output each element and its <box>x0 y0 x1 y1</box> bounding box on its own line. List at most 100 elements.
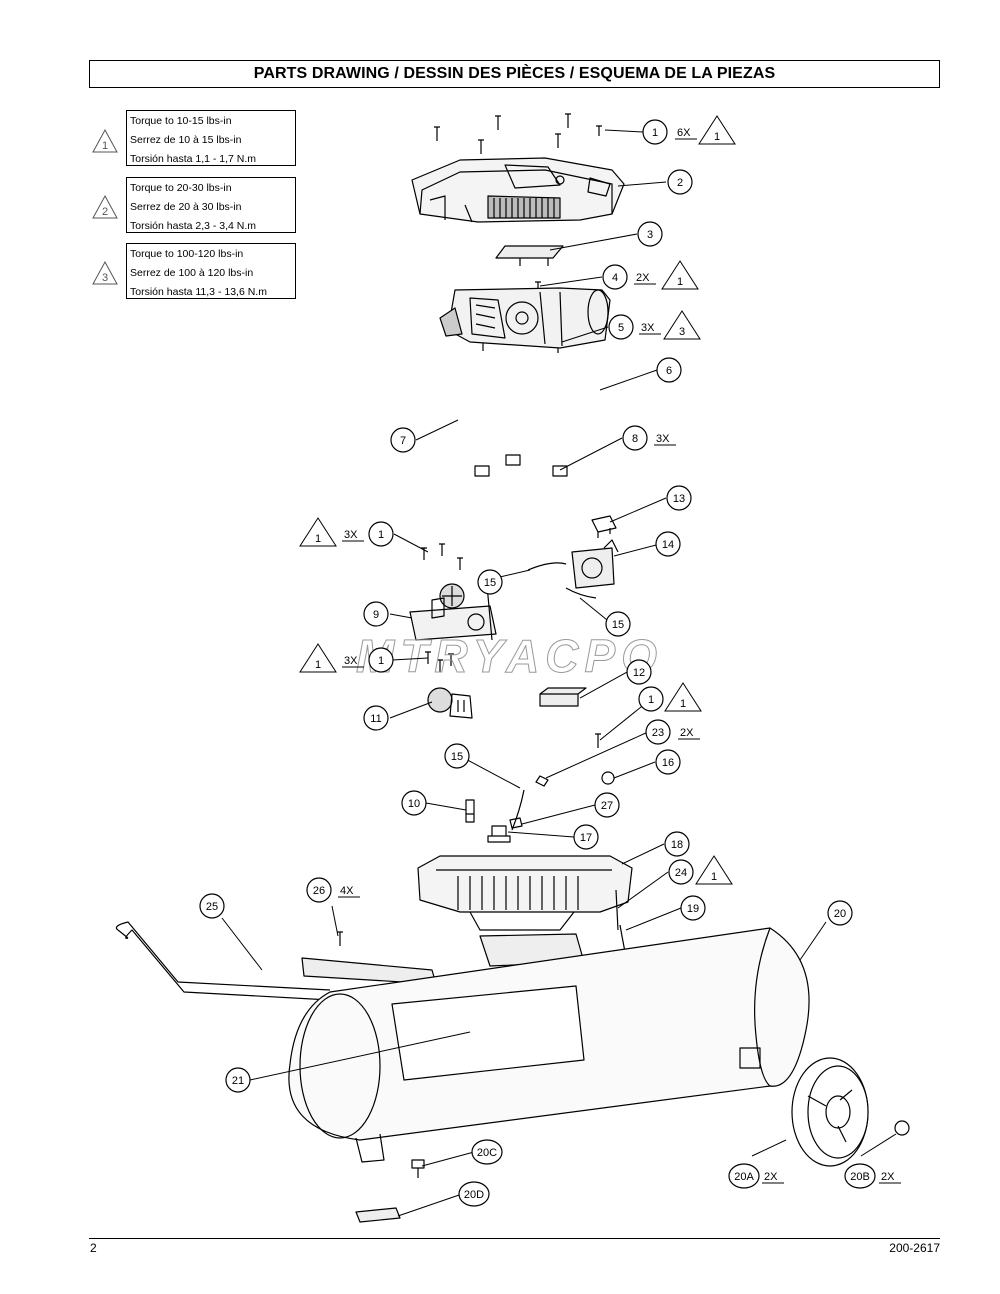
svg-text:3: 3 <box>102 272 108 284</box>
callout-label: 3 <box>647 229 653 241</box>
callout-c18: 18 <box>664 831 690 857</box>
callout-circle <box>605 611 631 637</box>
callout-label: 19 <box>687 903 699 915</box>
callout-label: 23 <box>652 727 664 739</box>
callout-label: 10 <box>408 798 420 810</box>
torque-legend-1-en: Torque to 10-15 lbs-in <box>130 115 232 127</box>
torque-mark: 1 <box>711 871 717 883</box>
callout-label: 9 <box>373 609 379 621</box>
callout-circle <box>401 790 427 816</box>
callout-c15a: 15 <box>477 569 503 595</box>
callout-c24: 24 1 <box>668 855 733 885</box>
torque-mark: 1 <box>315 533 321 545</box>
callout-label: 11 <box>370 713 381 725</box>
callout-label: 20C <box>477 1147 497 1159</box>
part-10 <box>465 799 475 823</box>
callout-c25: 25 <box>199 893 225 919</box>
callout-label: 21 <box>232 1075 244 1087</box>
callout-circle <box>667 169 693 195</box>
part-20a-wheel <box>791 1057 869 1167</box>
page-title-box: PARTS DRAWING / DESSIN DES PIÈCES / ESQU… <box>89 60 940 88</box>
callout-label: 1 <box>378 529 384 541</box>
part-26-screw <box>337 931 343 946</box>
screws-group-3 <box>425 651 454 672</box>
callout-quantity: 3X <box>641 322 655 334</box>
callout-c5: 5 3X 3 <box>608 310 701 340</box>
callout-c20A: 20A 2X <box>728 1163 784 1189</box>
callout-c19: 19 <box>680 895 706 921</box>
callout-label: 20A <box>734 1171 754 1183</box>
callout-label: 6 <box>666 365 672 377</box>
callout-label: 26 <box>313 885 325 897</box>
callout-label: 24 <box>675 867 687 879</box>
callout-circle <box>642 119 668 145</box>
callout-label: 5 <box>618 322 624 334</box>
callout-quantity: 3X <box>656 433 670 445</box>
callout-quantity: 3X <box>344 655 358 667</box>
callout-circle <box>573 824 599 850</box>
part-12 <box>539 687 587 707</box>
part-plate <box>495 245 564 266</box>
part-13 <box>591 515 617 538</box>
callout-c3: 3 <box>637 221 663 247</box>
callout-circle <box>827 900 853 926</box>
callout-circle <box>363 705 389 731</box>
callout-circle <box>655 531 681 557</box>
part-16 <box>601 771 615 785</box>
callout-c12: 12 <box>626 659 652 685</box>
torque-triangle-icon <box>661 260 699 290</box>
screws-group-2 <box>421 543 463 570</box>
torque-legend-3-en: Torque to 100-120 lbs-in <box>130 248 244 260</box>
callout-c6: 6 <box>656 357 682 383</box>
callout-label: 27 <box>601 800 613 812</box>
callout-circle <box>444 743 470 769</box>
callout-label: 7 <box>400 435 406 447</box>
callout-label: 17 <box>580 832 592 844</box>
torque-legend-1-es: Torsión hasta 1,1 - 1,7 N.m <box>130 153 257 165</box>
callout-c9: 9 <box>363 601 389 627</box>
torque-legend-2-es: Torsión hasta 2,3 - 3,4 N.m <box>130 220 257 232</box>
torque-legend-3-fr: Serrez de 100 à 120 lbs-in <box>130 267 254 279</box>
callout-label: 2 <box>677 177 683 189</box>
tube-15-right <box>565 587 597 599</box>
tube-15-lower <box>511 789 525 831</box>
callout-quantity: 2X <box>764 1171 778 1183</box>
callout-label: 12 <box>633 667 645 679</box>
callout-quantity: 2X <box>680 727 694 739</box>
part-20d-foot <box>355 1207 401 1223</box>
callout-label: 8 <box>632 433 638 445</box>
torque-legend-3: Torque to 100-120 lbs-in Serrez de 100 à… <box>126 243 296 299</box>
svg-text:1: 1 <box>102 140 108 152</box>
callout-label: 15 <box>484 577 496 589</box>
part-17 <box>487 825 511 843</box>
part-20c-drain <box>411 1159 425 1178</box>
part-18-base <box>417 855 633 931</box>
motor-pump-assembly <box>439 287 611 349</box>
callout-circle <box>666 485 692 511</box>
part-20b-nut <box>894 1120 910 1136</box>
callout-c20: 20 <box>827 900 853 926</box>
callout-c8: 8 3X <box>622 425 676 451</box>
callout-label: 15 <box>612 619 624 631</box>
leader-lines <box>221 129 897 1217</box>
callout-circle <box>622 425 648 451</box>
footer-rule <box>89 1238 940 1239</box>
callout-label: 20D <box>464 1189 484 1201</box>
callout-c15b: 15 <box>605 611 631 637</box>
callout-label: 25 <box>206 901 218 913</box>
callout-label: 14 <box>662 539 674 551</box>
callout-label: 18 <box>671 839 683 851</box>
callout-circle <box>368 647 394 673</box>
torque-1-triangle-icon: 1 <box>92 128 118 153</box>
callout-circle <box>368 521 394 547</box>
torque-triangle-icon <box>664 682 702 712</box>
top-shroud <box>411 157 625 223</box>
tube-15-upper <box>527 562 567 571</box>
torque-mark: 3 <box>679 326 685 338</box>
watermark-text: MTRYACPO <box>356 630 663 682</box>
